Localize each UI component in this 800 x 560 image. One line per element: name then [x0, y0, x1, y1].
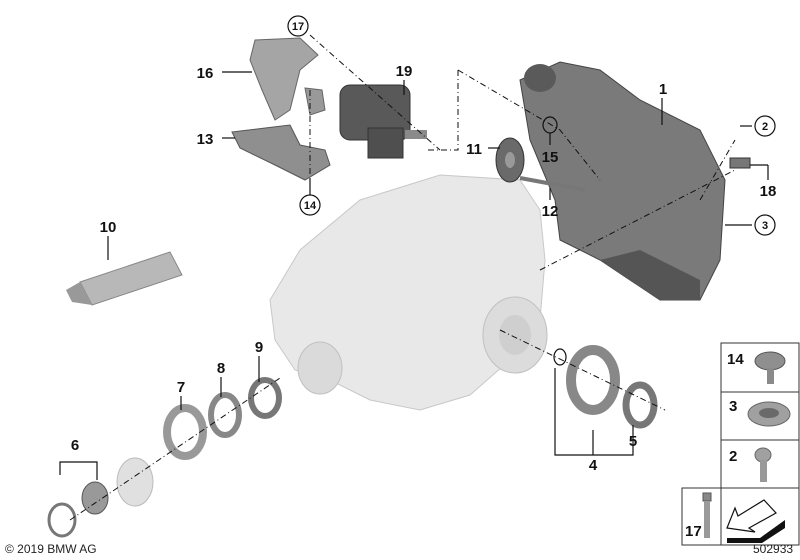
differential-cover[interactable]	[519, 61, 726, 301]
callout-8: 8	[217, 360, 225, 377]
seal-7[interactable]	[163, 404, 207, 460]
diagram-number: 502933	[753, 542, 793, 556]
actuator-motor-19[interactable]	[339, 84, 427, 159]
legend-label-2: 2	[729, 448, 737, 465]
legend-part-3[interactable]: 3	[729, 398, 791, 427]
callout-17-circle	[287, 15, 309, 37]
heat-shield-13[interactable]	[231, 124, 331, 181]
direction-arrow-icon[interactable]	[726, 499, 785, 543]
legend-part-14[interactable]: 14	[727, 351, 786, 384]
callout-3: 3	[762, 220, 768, 232]
legend-label-17: 17	[685, 523, 702, 540]
seal-5[interactable]	[622, 381, 658, 429]
assembly-lines	[69, 34, 736, 521]
callout-9: 9	[255, 339, 263, 356]
legend-part-17[interactable]: 17	[685, 523, 702, 540]
callout-11: 11	[466, 141, 482, 158]
nut-6[interactable]	[81, 481, 109, 515]
callout-5: 5	[629, 433, 637, 450]
legend-part-2[interactable]: 2	[729, 447, 772, 482]
callout-2: 2	[762, 121, 768, 133]
ring-6[interactable]	[47, 502, 77, 538]
callout-3-circle	[754, 214, 776, 236]
sensor-18[interactable]	[729, 157, 751, 169]
seal-4[interactable]	[566, 345, 620, 415]
callout-13: 13	[197, 131, 214, 148]
legend-label-3: 3	[729, 398, 737, 415]
callout-2-circle	[754, 115, 776, 137]
ring-9[interactable]	[248, 377, 282, 419]
callout-6: 6	[71, 437, 79, 454]
callout-18: 18	[760, 183, 777, 200]
callout-4: 4	[589, 457, 598, 474]
copyright-text: © 2019 BMW AG	[5, 542, 97, 556]
flange[interactable]	[116, 457, 154, 507]
differential-housing[interactable]	[269, 174, 548, 411]
callout-14-circle	[299, 194, 321, 216]
callout-10: 10	[100, 219, 117, 236]
callout-17: 17	[292, 21, 304, 33]
shim-8[interactable]	[208, 392, 242, 438]
legend-bolt-17	[702, 492, 712, 538]
callout-15: 15	[542, 149, 559, 166]
leader-lines	[59, 71, 769, 480]
fastener-legend	[681, 342, 800, 546]
legend-label-14: 14	[727, 351, 744, 368]
callout-16: 16	[197, 65, 214, 82]
callout-14: 14	[304, 200, 317, 212]
gear-11[interactable]	[495, 137, 525, 183]
o-ring[interactable]	[553, 348, 567, 366]
sealant-tube-10[interactable]	[66, 251, 183, 306]
callout-7: 7	[177, 379, 185, 396]
bracket-16[interactable]	[249, 37, 319, 121]
pin-12[interactable]	[519, 176, 586, 192]
bracket-small[interactable]	[304, 87, 326, 116]
callout-1: 1	[659, 81, 667, 98]
callout-12: 12	[542, 203, 559, 220]
callout-19: 19	[396, 63, 413, 80]
